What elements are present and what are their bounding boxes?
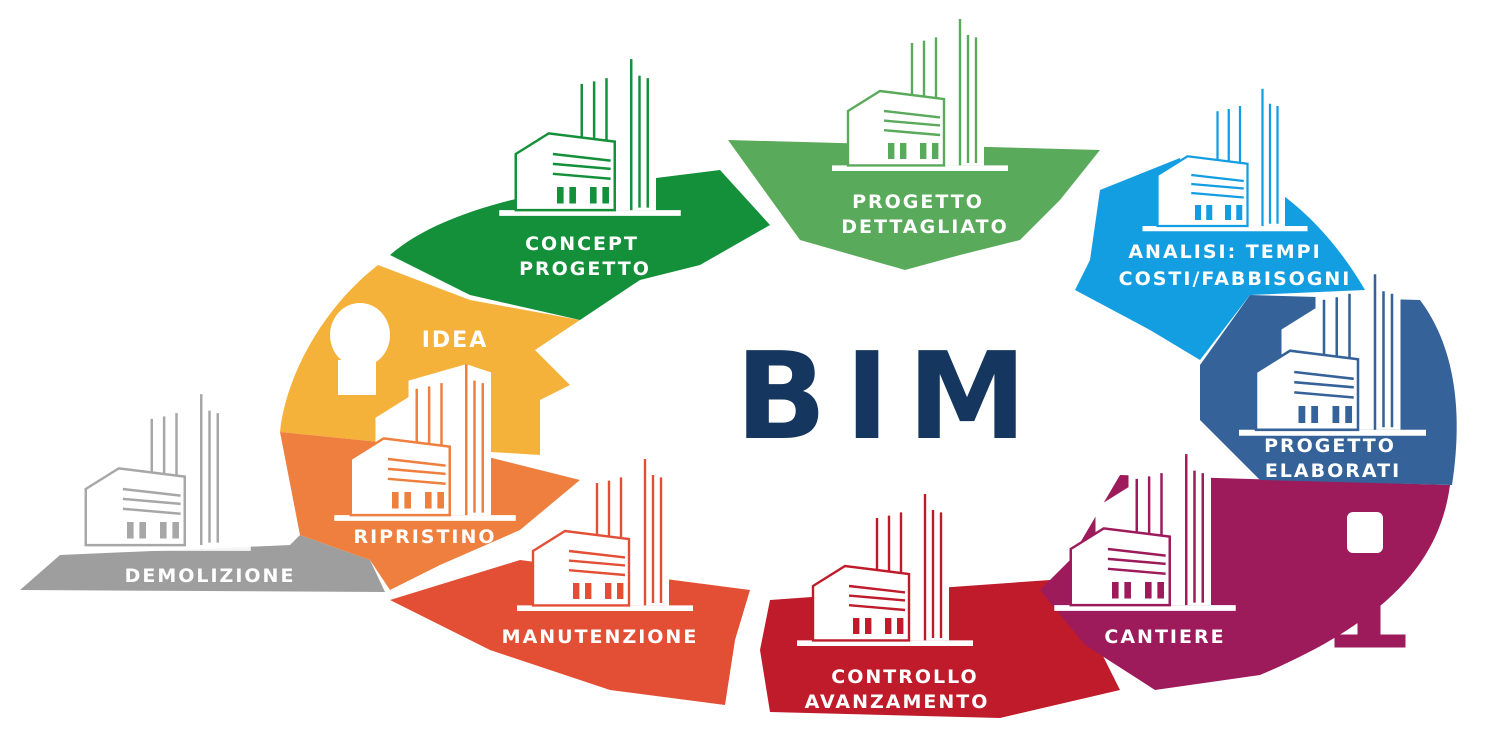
label-concept-2: PROGETTO [519, 258, 651, 280]
label-manutenzione: MANUTENZIONE [502, 626, 699, 648]
label-idea: IDEA [422, 328, 489, 353]
segment-demolizione: DEMOLIZIONE [20, 392, 385, 592]
segment-dettagliato: PROGETTO DETTAGLIATO [728, 17, 1100, 270]
label-ripristino: RIPRISTINO [353, 526, 496, 548]
label-demolizione: DEMOLIZIONE [125, 565, 296, 587]
label-dettagliato-2: DETTAGLIATO [841, 216, 1008, 238]
building-icon [1052, 452, 1238, 613]
crane-icon [1264, 479, 1436, 648]
label-controllo-1: CONTROLLO [831, 666, 978, 688]
label-cantiere: CANTIERE [1104, 626, 1225, 648]
label-controllo-2: AVANZAMENTO [805, 691, 990, 713]
segment-ripristino: RIPRISTINO [280, 362, 580, 590]
building-icon [67, 392, 253, 553]
lightbulb-icon [330, 303, 390, 395]
segment-idea: IDEA [280, 265, 580, 455]
building-icon [830, 17, 1010, 173]
label-elaborati-2: ELABORATI [1265, 460, 1401, 482]
building-icon [1141, 87, 1309, 233]
building-icon [497, 57, 683, 218]
building-icon [795, 492, 975, 648]
label-concept-1: CONCEPT [525, 233, 639, 255]
segment-cantiere: CANTIERE [1040, 452, 1450, 690]
label-dettagliato-1: PROGETTO [852, 191, 984, 213]
bim-title: BIM [735, 328, 1045, 467]
segment-elaborati: PROGETTO ELABORATI [1200, 272, 1457, 485]
segment-concept: CONCEPT PROGETTO [390, 57, 770, 320]
label-analisi-1: ANALISI: TEMPI [1128, 241, 1321, 263]
segment-analisi: ANALISI: TEMPI COSTI/FABBISOGNI [1075, 87, 1365, 360]
label-analisi-2: COSTI/FABBISOGNI [1119, 268, 1352, 290]
segment-manutenzione: MANUTENZIONE [390, 457, 750, 705]
label-elaborati-1: PROGETTO [1264, 435, 1396, 457]
segment-controllo: CONTROLLO AVANZAMENTO [760, 492, 1120, 718]
